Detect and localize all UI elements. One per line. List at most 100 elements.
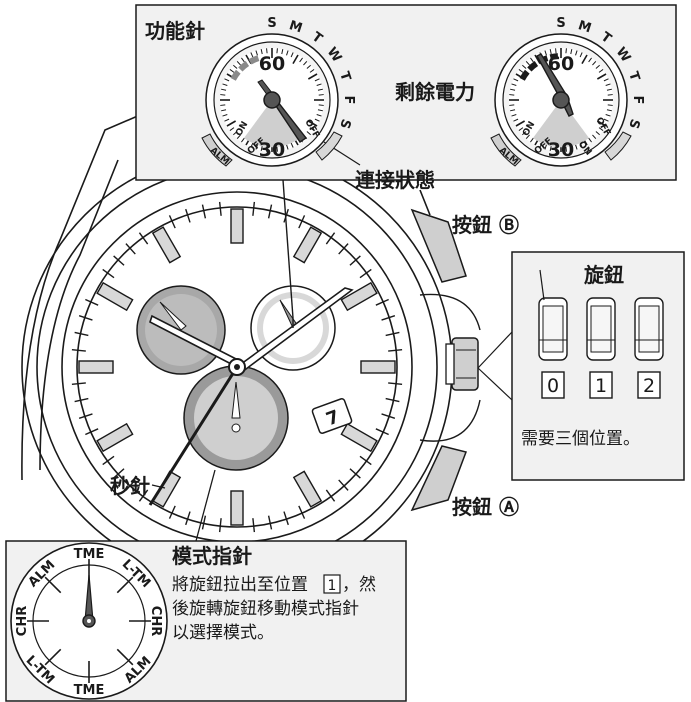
dial-tick: [588, 137, 592, 143]
hour-marker: [151, 226, 182, 264]
minute-tick: [218, 201, 222, 216]
hour-marker: [230, 490, 244, 526]
dial-tick: [316, 83, 322, 86]
dial-tick: [530, 137, 534, 143]
crown-callout-panel: 旋鈕 需要三個位置。: [477, 251, 685, 481]
crown-position-box: [541, 371, 565, 399]
minute-tick: [385, 331, 400, 337]
dial-tick: [233, 131, 238, 136]
dial-tick: [513, 78, 519, 82]
dial-tick: [255, 50, 258, 56]
mode-label: TME: [74, 547, 105, 562]
dial-tick: [290, 52, 294, 58]
minute-tick: [359, 455, 372, 466]
dial-tick: [241, 137, 245, 143]
dial-tick: [522, 64, 527, 69]
dial-tick: [318, 94, 324, 96]
minute-tick: [78, 315, 93, 321]
dial-tick: [221, 88, 227, 91]
dial-tick: [276, 48, 278, 54]
dial-tick: [286, 50, 289, 56]
mode-hand-title: 模式指針: [172, 544, 252, 568]
minute-tick: [325, 232, 336, 245]
dial-tick: [307, 73, 318, 80]
bottom-subdial: [183, 365, 289, 471]
function-hand-label: 功能針: [145, 19, 205, 43]
status-tab: [604, 131, 632, 161]
dial-number-30: 30: [259, 139, 285, 161]
seconds-hand-label: 秒針: [110, 474, 150, 498]
dial-tick: [303, 61, 308, 66]
day-letter: F: [630, 96, 645, 105]
hour-marker: [96, 422, 134, 453]
minute-tick: [71, 348, 86, 352]
dial-tick: [603, 78, 609, 82]
dial-tick: [598, 69, 604, 73]
mode-tick: [44, 576, 62, 594]
dial-tick: [309, 69, 315, 73]
alm-tab: [490, 133, 522, 167]
dial-tick: [579, 52, 583, 58]
minute-tick: [267, 515, 273, 530]
dial-tick: [220, 104, 226, 106]
dial-tick: [307, 120, 318, 127]
minute-tick: [252, 518, 256, 533]
dial-tick: [229, 69, 235, 73]
dial-tick: [605, 114, 611, 117]
dial-tick: [224, 78, 230, 82]
dial-tick: [607, 94, 613, 96]
day-letter: F: [341, 96, 356, 105]
dial-tick: [525, 134, 530, 139]
dial-tick: [544, 50, 547, 56]
minute-tick: [385, 397, 400, 403]
dial-tick: [266, 48, 268, 54]
dial-tick: [309, 127, 315, 131]
dial-tick: [510, 88, 516, 91]
minute-tick: [388, 348, 403, 352]
dial-tick: [555, 48, 557, 54]
dial-tick: [565, 146, 567, 152]
dial-tick: [241, 57, 245, 63]
crown-label: 旋鈕: [583, 263, 624, 287]
dial-tick: [314, 78, 320, 82]
dial-tick: [276, 146, 278, 152]
minute-tick: [283, 511, 289, 526]
dial-tick: [606, 88, 612, 91]
minute-tick: [78, 413, 93, 419]
dial-tick: [603, 118, 609, 122]
minute-tick: [381, 413, 396, 419]
mode-tick: [116, 576, 134, 594]
minute-tick: [113, 468, 125, 479]
dial-tick: [250, 52, 254, 58]
dial-tick: [229, 127, 235, 131]
dial-tick: [581, 54, 588, 65]
crown-inner: [590, 305, 612, 353]
day-letter: M: [287, 18, 304, 36]
mode-hand-line3: 以選擇模式。: [172, 623, 274, 643]
dial-tick: [575, 144, 578, 150]
mode-tick: [44, 648, 62, 666]
dial-tick: [565, 48, 567, 54]
dial-tick: [306, 64, 311, 69]
crown: [445, 337, 479, 391]
dial-tick: [224, 118, 230, 122]
day-letter: S: [556, 16, 565, 31]
minute-tick: [375, 298, 389, 306]
minute-tick: [71, 382, 86, 386]
dial-tick: [588, 57, 592, 63]
dial-tick: [570, 49, 573, 55]
minute-tick: [168, 505, 176, 519]
dial-tick: [281, 145, 284, 151]
button-a-label: 按鈕 Ⓐ: [452, 495, 519, 519]
hour-markers: [78, 208, 396, 526]
dial-tick: [518, 69, 524, 73]
seconds-callout: 秒針: [110, 474, 166, 498]
dial-number-60: 60: [259, 53, 285, 75]
dial-tick: [522, 131, 527, 136]
minute-tick: [185, 511, 191, 526]
dial-tick: [318, 104, 324, 106]
minute-tick: [381, 315, 396, 321]
